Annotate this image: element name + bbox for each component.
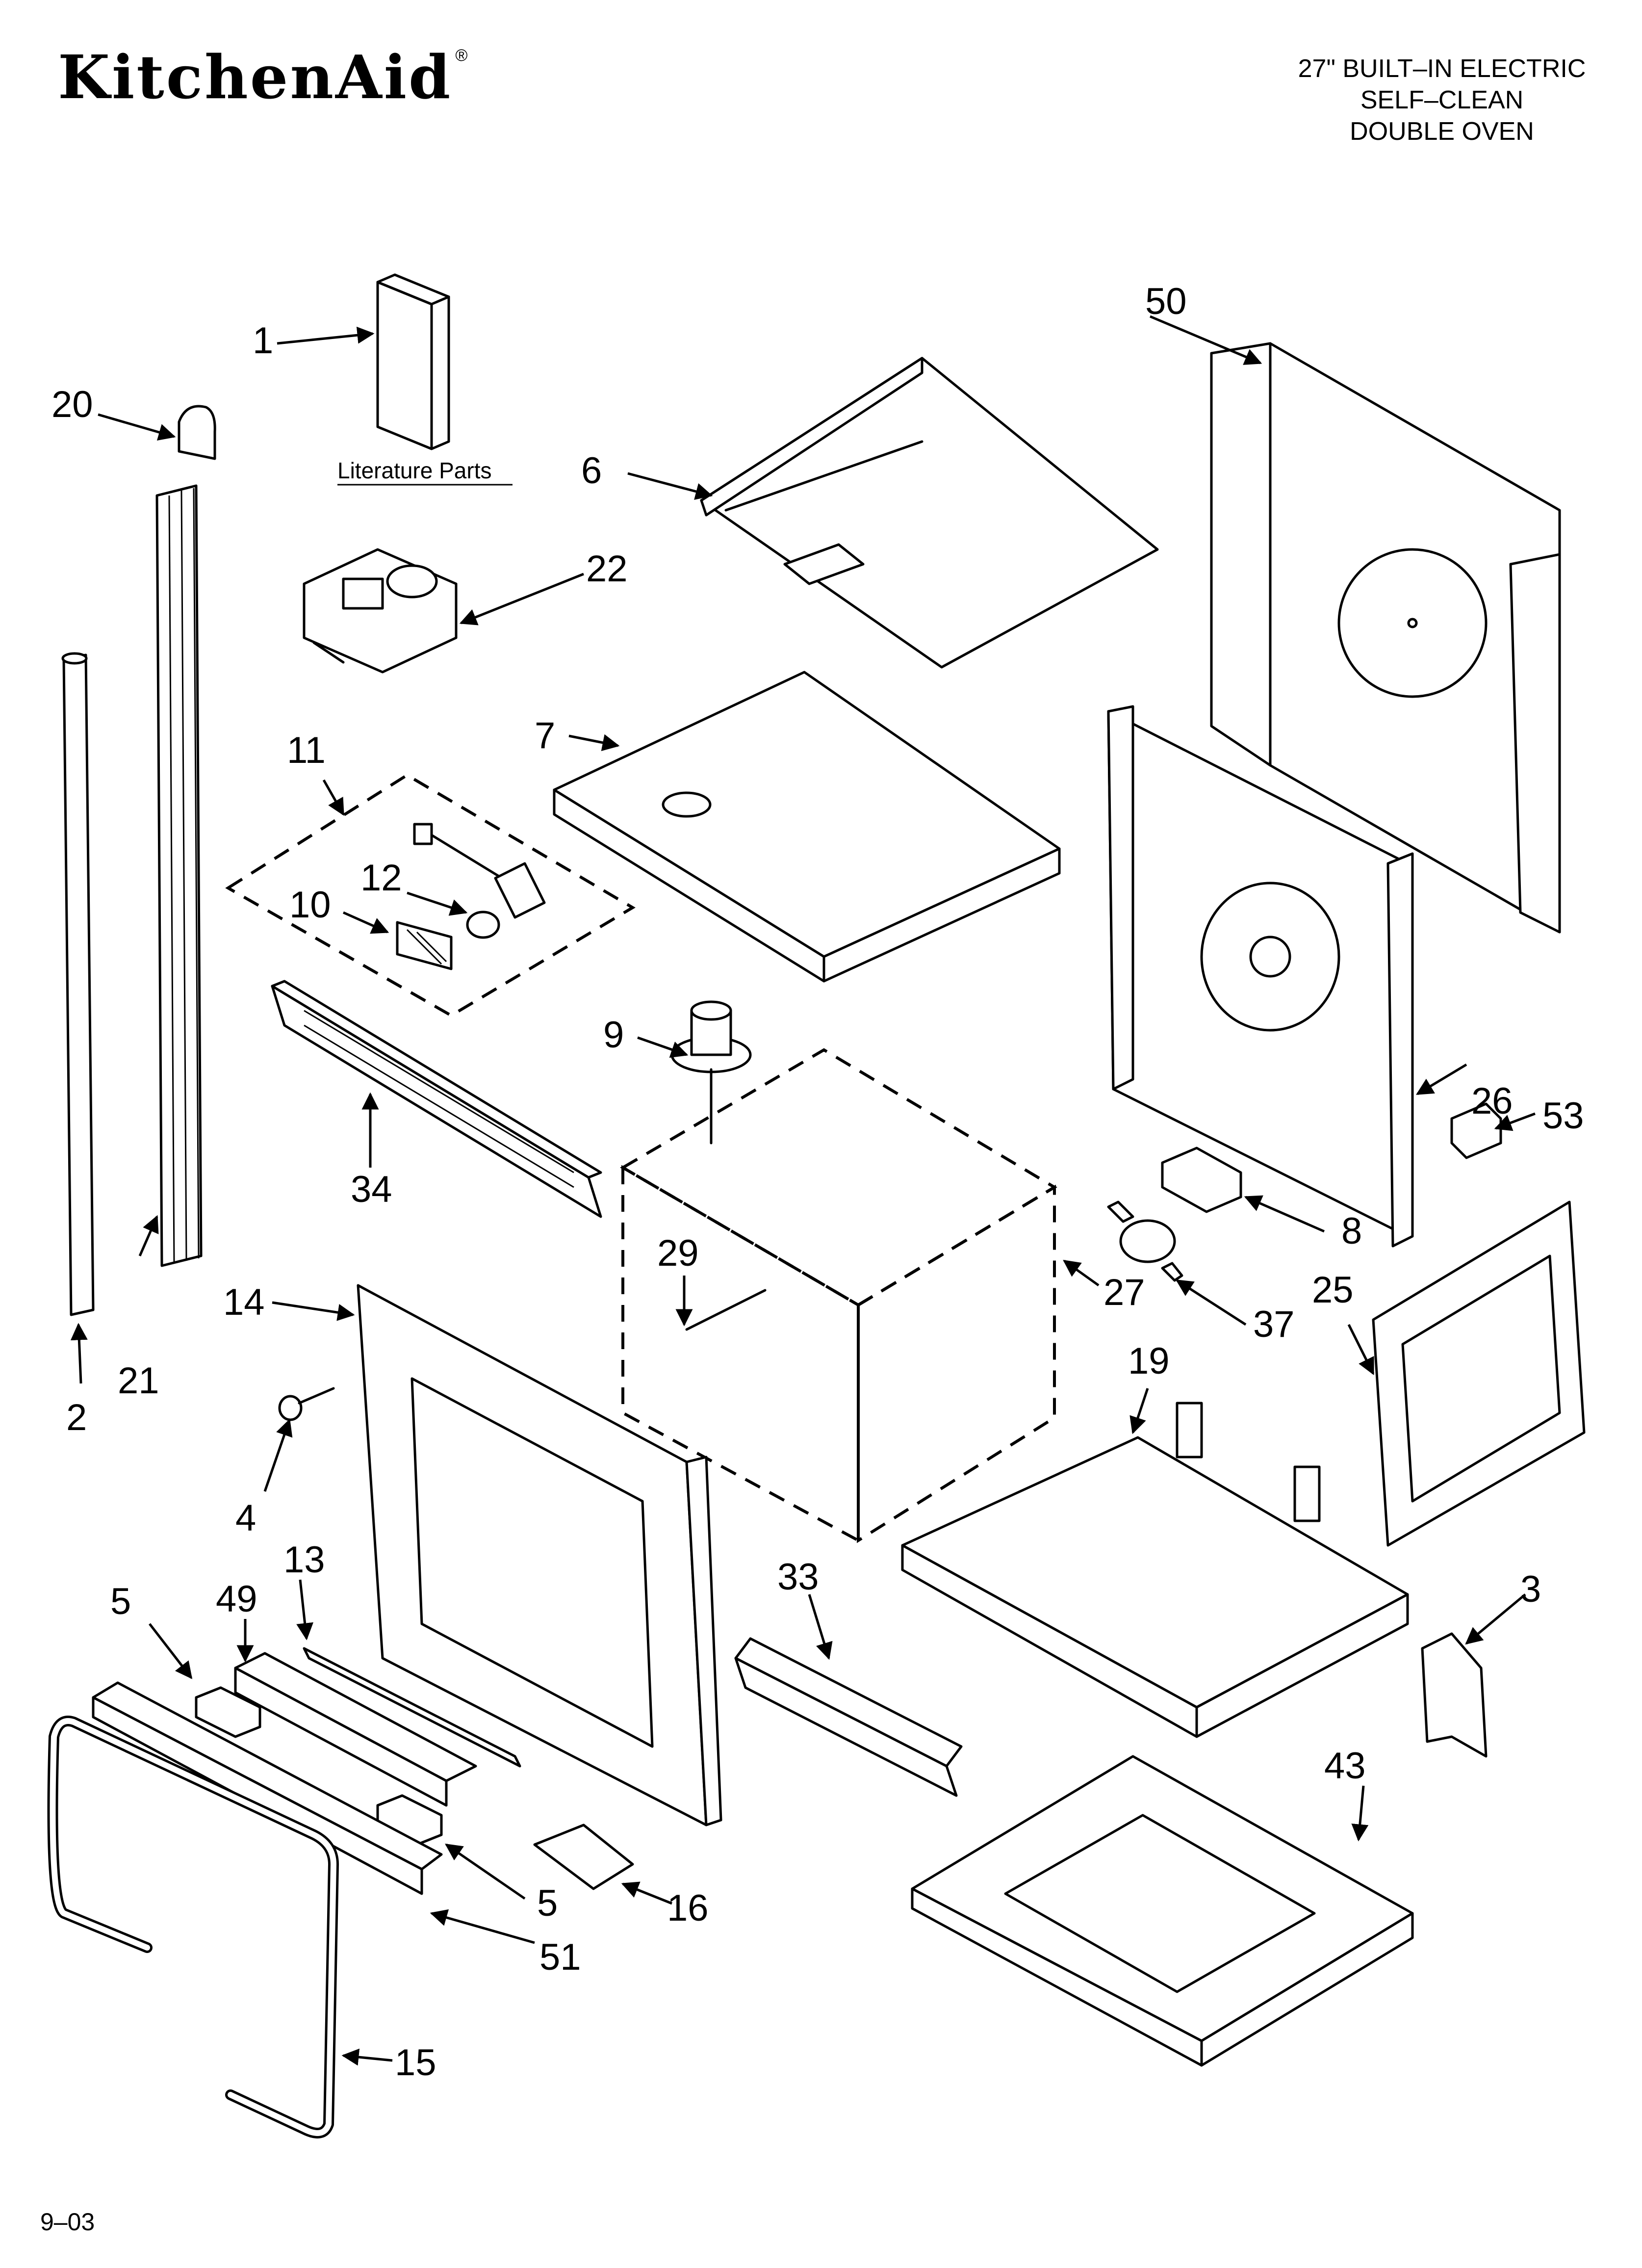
callout-53: 53 [1542, 1095, 1584, 1137]
registered-mark: ® [455, 46, 470, 65]
part-19-bottom-cover [901, 1402, 1409, 1738]
part-6-vent-panel [700, 357, 1159, 669]
callout-2: 2 [66, 1397, 87, 1438]
part-37-sensor [1107, 1200, 1183, 1282]
callout-26: 26 [1471, 1080, 1513, 1122]
callout-12: 12 [360, 857, 402, 899]
part-50-rear-panel [1210, 342, 1561, 934]
brand-logo: KitchenAid® [58, 47, 469, 107]
part-27-oven-cavity [620, 1048, 1057, 1543]
part-9-fan-motor [670, 1000, 752, 1145]
callout-43: 43 [1324, 1745, 1366, 1787]
callout-27: 27 [1103, 1272, 1145, 1313]
callout-16: 16 [667, 1887, 709, 1929]
part-20-end-cap [178, 405, 216, 460]
part-26-rear-wall [1107, 705, 1414, 1248]
callout-29: 29 [657, 1232, 699, 1274]
part-2-rod [61, 652, 95, 1316]
callout-11: 11 [287, 730, 326, 771]
callout-51: 51 [539, 1936, 581, 1978]
callout-5-upper: 5 [110, 1581, 131, 1622]
callout-8: 8 [1341, 1210, 1362, 1252]
part-4-screw [278, 1387, 335, 1421]
part-13-strip [303, 1647, 521, 1768]
part-14-front-frame [357, 1284, 722, 1826]
part-21-side-trim [155, 484, 203, 1267]
callout-19: 19 [1128, 1340, 1170, 1382]
brand-name: KitchenAid [58, 42, 453, 112]
part-34-vent-grille [271, 980, 602, 1218]
callout-50: 50 [1145, 281, 1187, 322]
callout-34: 34 [351, 1169, 392, 1210]
model-description: 27" BUILT–IN ELECTRIC SELF–CLEAN DOUBLE … [1265, 53, 1618, 147]
callout-20: 20 [51, 384, 93, 425]
part-11-light-kit [225, 773, 636, 1017]
part-43-bottom-tray [911, 1755, 1414, 2067]
part-22-latch-assembly [303, 548, 458, 674]
callout-10: 10 [289, 884, 331, 926]
callout-1: 1 [253, 320, 273, 362]
part-25-side-panel [1372, 1200, 1586, 1547]
callout-3: 3 [1520, 1568, 1541, 1610]
callout-33: 33 [777, 1556, 819, 1598]
date-code: 9–03 [40, 2208, 95, 2236]
callout-15: 15 [395, 2042, 436, 2084]
callout-9: 9 [603, 1014, 624, 1056]
callout-6: 6 [581, 450, 602, 492]
part-5-spacer-upper [195, 1686, 261, 1738]
part-51-trim-rail [92, 1681, 443, 1895]
callout-49: 49 [216, 1578, 257, 1620]
part-16-clip [533, 1824, 634, 1890]
part-8-block [1161, 1147, 1242, 1213]
part-3-bracket [1421, 1632, 1488, 1758]
callout-21: 21 [118, 1360, 159, 1402]
part-12-bulb [466, 911, 500, 939]
part-49-insulation [234, 1652, 477, 1807]
part-7-oven-top [553, 671, 1061, 983]
callout-4: 4 [235, 1497, 256, 1539]
callout-25: 25 [1312, 1269, 1354, 1311]
callout-37: 37 [1253, 1303, 1295, 1345]
part-15-gasket [47, 1716, 339, 2138]
part-1-literature [376, 273, 450, 450]
callout-labels: 1 20 6 22 7 50 11 12 10 9 34 8 53 26 37 … [51, 281, 1584, 2084]
callout-22: 22 [586, 548, 628, 590]
part-53-bracket [1450, 1102, 1502, 1159]
callout-13: 13 [283, 1539, 325, 1581]
leader-arrows [70, 315, 1536, 2066]
callout-5-lower: 5 [537, 1882, 558, 1924]
part-33-channel [734, 1637, 963, 1797]
part-10-lens [396, 921, 453, 970]
model-line-2: SELF–CLEAN [1360, 86, 1524, 114]
callout-14: 14 [223, 1281, 265, 1323]
literature-parts-label: Literature Parts [337, 458, 491, 483]
model-line-3: DOUBLE OVEN [1350, 117, 1534, 146]
model-line-1: 27" BUILT–IN ELECTRIC [1298, 54, 1586, 83]
callout-7: 7 [535, 715, 555, 756]
